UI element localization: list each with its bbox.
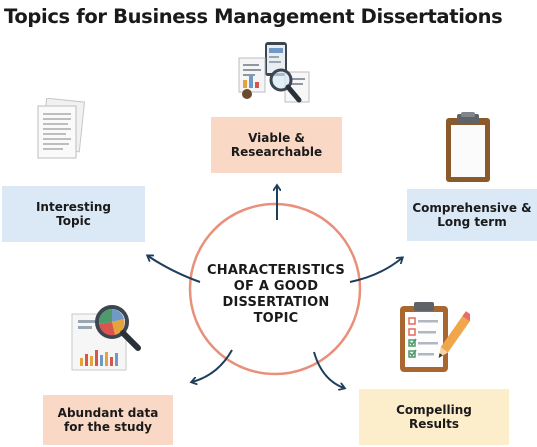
- arrow-to-comprehensive: [349, 258, 402, 283]
- center-label: CHARACTERISTICS OF A GOOD DISSERTATION T…: [207, 263, 345, 326]
- checklist-pencil-icon: [400, 302, 470, 372]
- arrow-to-compelling: [313, 351, 344, 388]
- arrow-to-interesting: [148, 256, 201, 283]
- node-interesting: Interesting Topic: [2, 186, 145, 242]
- chart-magnifier-icon: [71, 305, 141, 371]
- node-comprehensive-label: Comprehensive & Long term: [412, 201, 532, 229]
- center-circle: [188, 202, 362, 376]
- arrow-to-abundant: [192, 349, 233, 382]
- report-magnifier-icon: [238, 42, 310, 103]
- node-interesting-label: Interesting Topic: [35, 200, 112, 228]
- node-compelling-label: Compelling Results: [396, 403, 472, 431]
- node-comprehensive: Comprehensive & Long term: [407, 189, 537, 241]
- node-abundant-label: Abundant data for the study: [57, 406, 159, 434]
- clipboard-icon: [446, 112, 490, 182]
- node-viable: Viable & Researchable: [211, 117, 342, 173]
- node-viable-label: Viable & Researchable: [230, 131, 323, 159]
- node-abundant: Abundant data for the study: [43, 395, 173, 445]
- page-title: Topics for Business Management Dissertat…: [4, 5, 503, 28]
- node-compelling: Compelling Results: [359, 389, 509, 445]
- document-stack-icon: [37, 98, 86, 159]
